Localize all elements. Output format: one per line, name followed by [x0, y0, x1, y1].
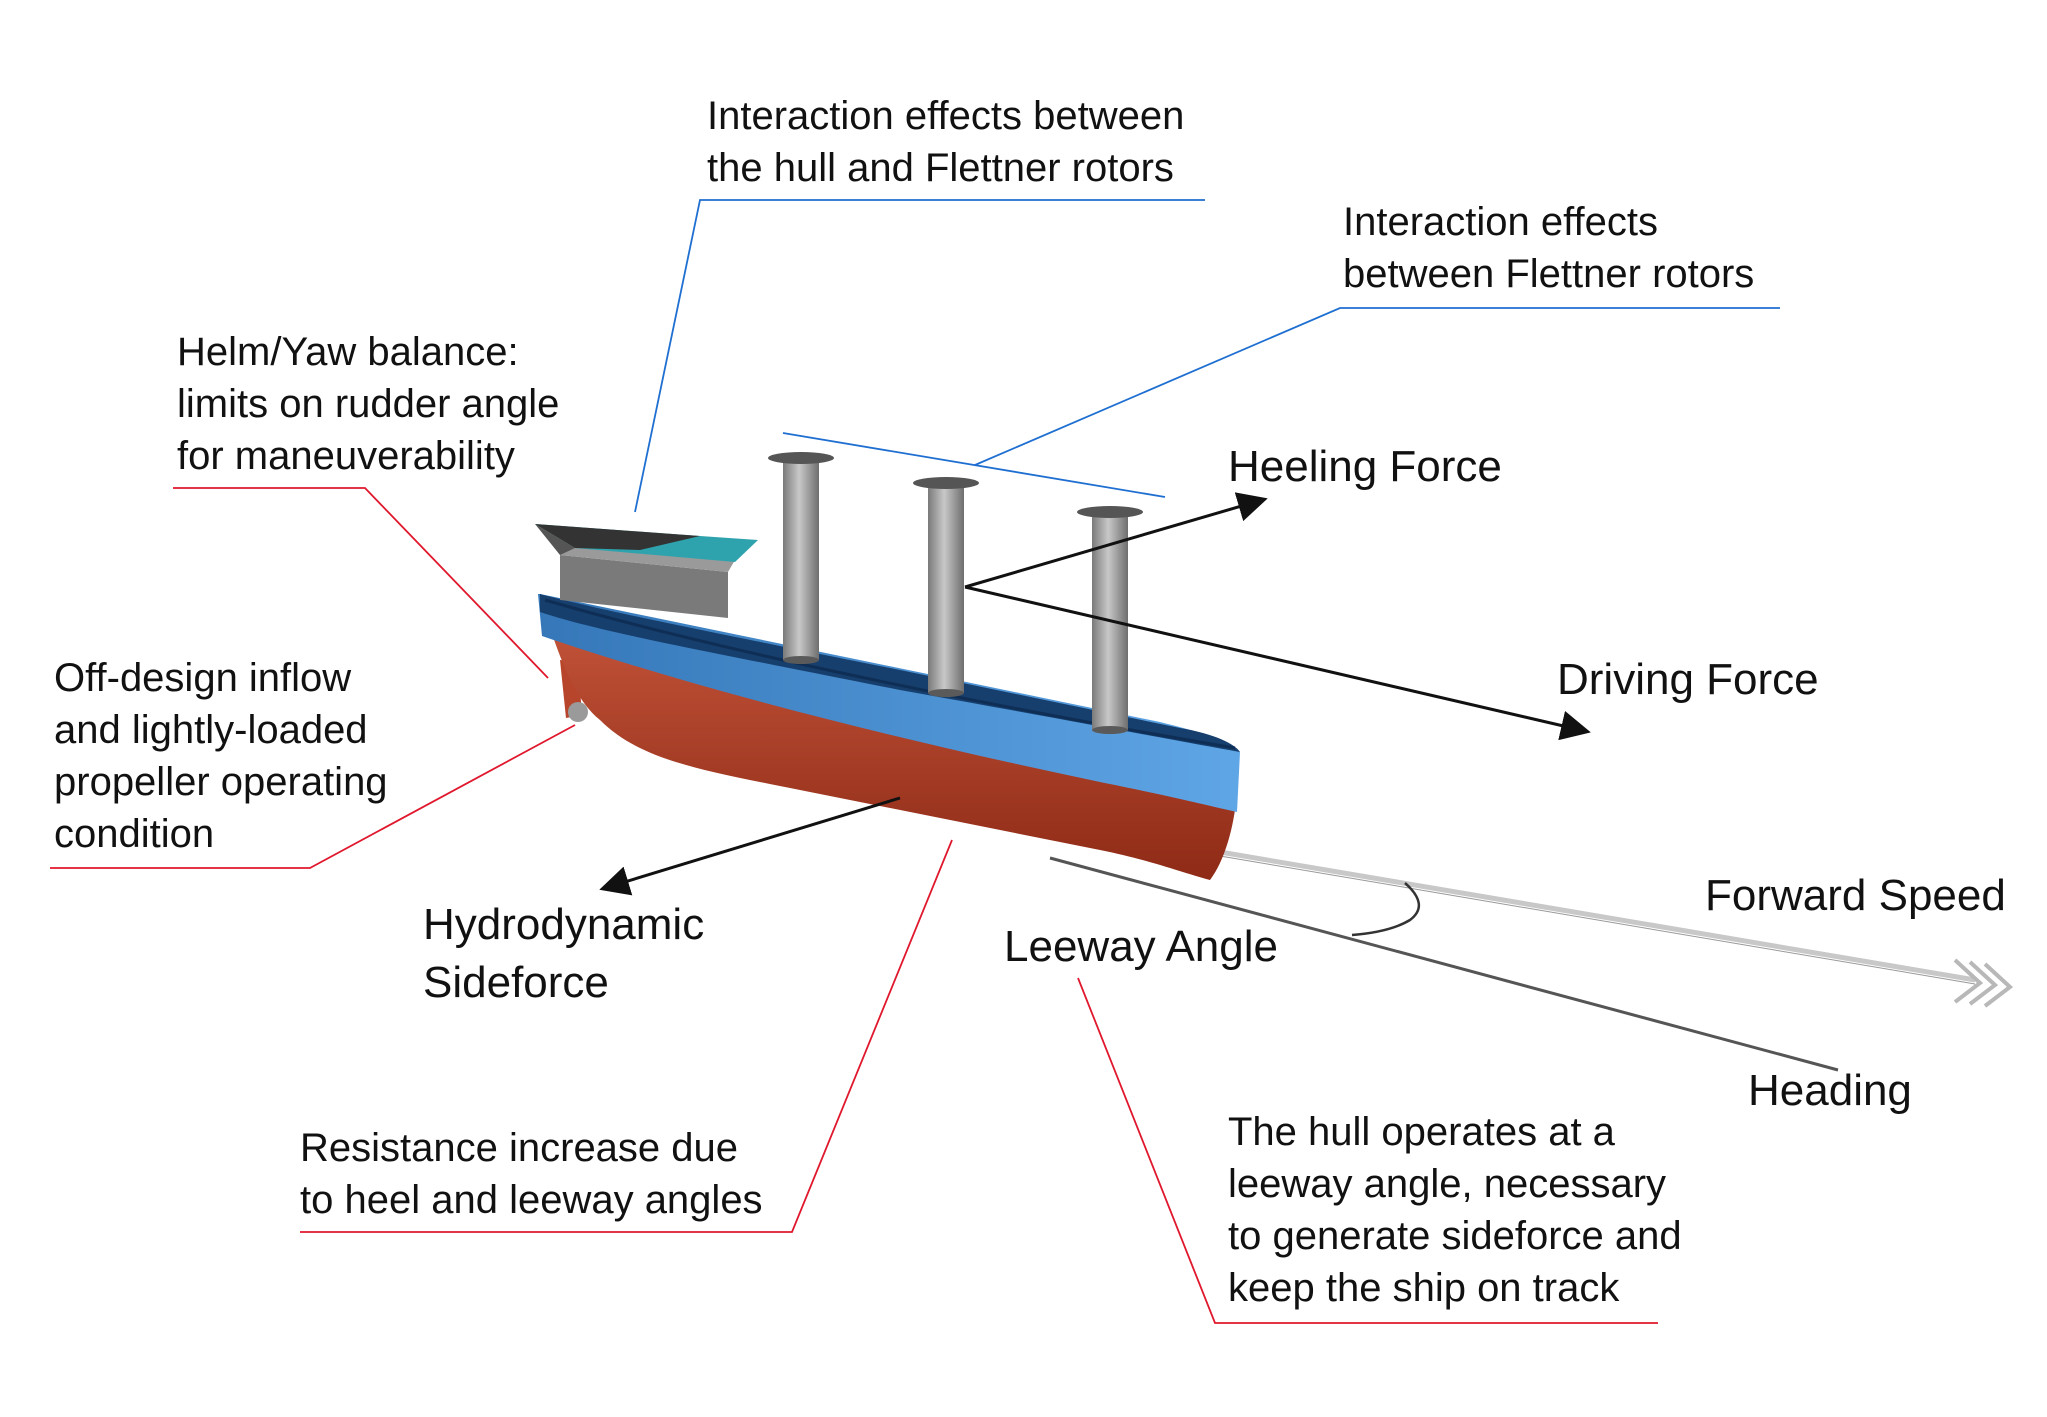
annotation-line: to generate sideforce and [1228, 1214, 1682, 1258]
leader-hull-rotors [634, 199, 1205, 513]
leader-helm [173, 487, 549, 679]
annotation-line: to heel and leeway angles [300, 1178, 763, 1222]
label-leeway-angle: Leeway Angle [1004, 922, 1278, 971]
hydrodynamic-sideforce-arrow [599, 796, 901, 896]
annotation-line: leeway angle, necessary [1228, 1162, 1667, 1206]
label-line: Sideforce [423, 958, 609, 1007]
label-line: Hydrodynamic [423, 900, 705, 949]
annotation-line: propeller operating [54, 760, 388, 804]
rotor-1 [768, 452, 834, 664]
annotation-line: for maneuverability [177, 434, 515, 478]
superstructure [560, 555, 728, 618]
label-hydrodynamic-sideforce: Hydrodynamic Sideforce [423, 896, 704, 1012]
propeller [568, 702, 588, 722]
label-heeling-force: Heeling Force [1228, 442, 1502, 491]
annotation-line: the hull and Flettner rotors [707, 146, 1174, 190]
speed-chevrons-icon [1953, 958, 2014, 1008]
annotation-off-design: Off-design inflow and lightly-loaded pro… [54, 652, 388, 860]
label-forward-speed: Forward Speed [1705, 871, 2006, 920]
annotation-resistance: Resistance increase due to heel and leew… [300, 1122, 763, 1226]
leeway-angle-arc [1351, 882, 1420, 937]
annotation-leeway-hull: The hull operates at a leeway angle, nec… [1228, 1106, 1682, 1314]
annotation-line: and lightly-loaded [54, 708, 368, 752]
annotation-line: condition [54, 812, 215, 856]
ship-icon [535, 452, 1240, 880]
label-heading: Heading [1748, 1066, 1912, 1115]
annotation-line: Helm/Yaw balance: [177, 330, 519, 374]
leader-rotors [782, 307, 1780, 498]
driving-force-arrow [964, 585, 1591, 741]
annotation-hull-rotors: Interaction effects between the hull and… [707, 90, 1184, 194]
leader-off-design [50, 724, 576, 869]
annotation-line: Interaction effects [1343, 200, 1658, 244]
heading-line [1049, 856, 1839, 1072]
rotor-2 [913, 477, 979, 697]
forward-speed-line [1219, 849, 1976, 985]
annotation-line: Resistance increase due [300, 1126, 739, 1170]
annotation-line: The hull operates at a [1228, 1110, 1615, 1154]
annotation-line: limits on rudder angle [177, 382, 560, 426]
label-driving-force: Driving Force [1557, 655, 1819, 704]
leader-resistance [300, 839, 953, 1233]
deck [540, 594, 1240, 752]
leader-leeway [1077, 977, 1658, 1324]
annotation-rotors: Interaction effects between Flettner rot… [1343, 196, 1754, 300]
annotation-line: Interaction effects between [707, 94, 1185, 138]
annotation-line: Off-design inflow [54, 656, 352, 700]
heeling-force-arrow [964, 492, 1268, 589]
annotation-line: keep the ship on track [1228, 1266, 1620, 1310]
annotation-helm-yaw: Helm/Yaw balance: limits on rudder angle… [177, 326, 559, 482]
annotation-line: between Flettner rotors [1343, 252, 1755, 296]
